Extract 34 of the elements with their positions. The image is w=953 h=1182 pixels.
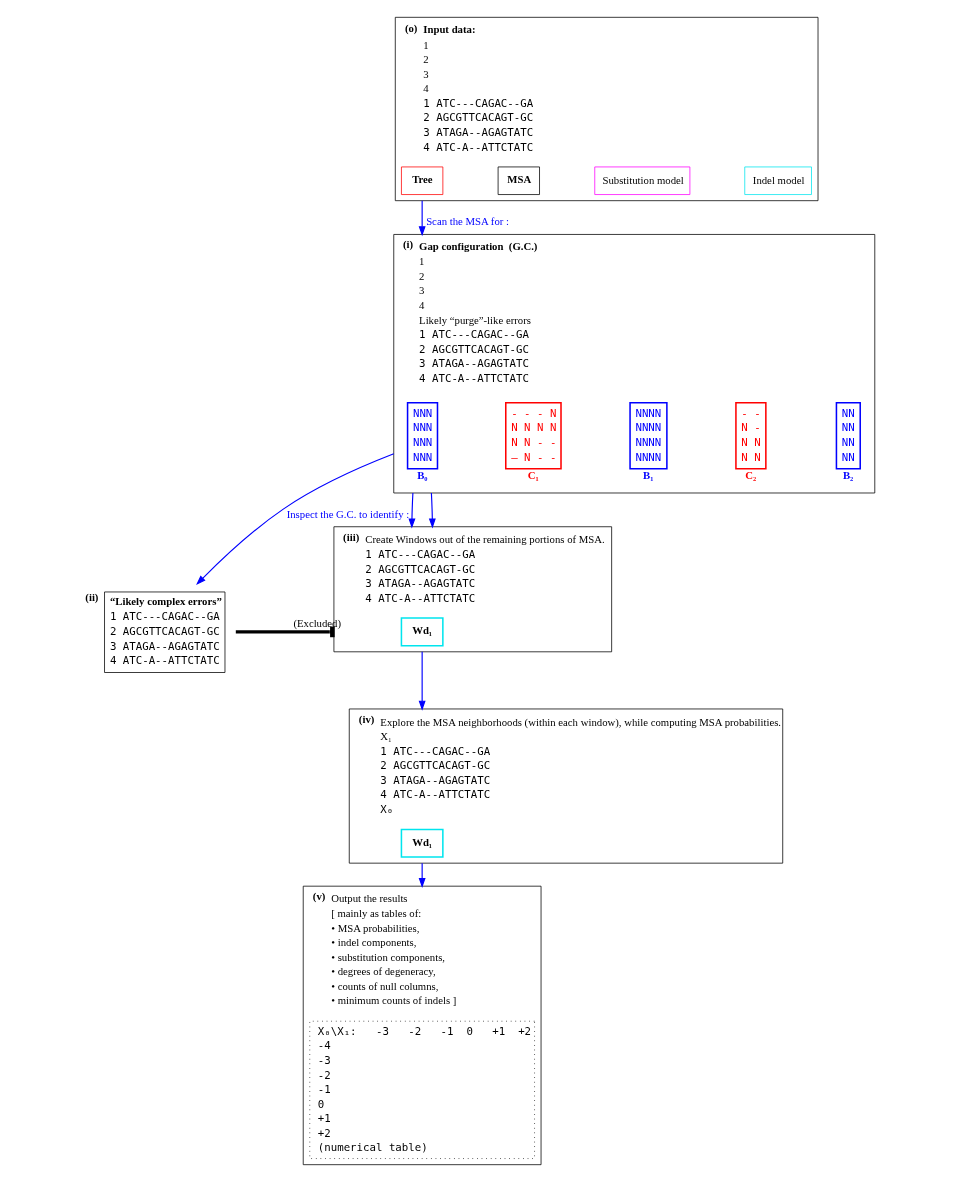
node-label: B₂	[842, 468, 853, 481]
edge-label: Scan the MSA for :	[425, 215, 509, 228]
node-box: Indel model	[743, 166, 812, 195]
node-box: NN NN NN NN	[835, 402, 861, 470]
node-box: - - - N N N N N N N - - — N - -	[504, 402, 562, 470]
node-label: (o)	[404, 21, 417, 34]
node-label: B₁	[642, 468, 653, 481]
node-box: X₀\X₁: -3 -2 -1 0 +1 +2 -4 -3 -2 -1 0 +1 +2 (numerical table)	[308, 1020, 535, 1159]
node-box: NNN NNN NNN NNN	[406, 402, 438, 470]
connector	[235, 626, 335, 638]
arrow	[418, 651, 426, 711]
arrow	[418, 862, 426, 888]
node-label: C₁	[527, 468, 539, 481]
node-label: (v)	[312, 890, 325, 903]
node-label: (i)	[402, 238, 413, 251]
node-box: NNNN NNNN NNNN NNNN	[628, 402, 668, 470]
node-box: - - N - N N N N	[734, 402, 767, 470]
arrow	[195, 453, 394, 586]
edge-label: (Excluded)	[292, 616, 341, 629]
arrow	[428, 492, 436, 529]
node-label: C₂	[744, 468, 756, 481]
arrow	[418, 200, 426, 237]
node-label: (ii)	[84, 591, 98, 604]
node-box: Wd₁	[400, 828, 444, 858]
node-label: B₀	[416, 468, 428, 481]
node-label: (iv)	[358, 713, 374, 726]
arrow	[407, 492, 415, 529]
node-box: “Likely complex errors” 1 ATC---CAGAC--GA 2 AGCGTTCACAGT-GC 3 ATAGA--AGAGTATC 4 ATC-A--ATTCTATC	[103, 591, 225, 673]
edge-label: Inspect the G.C. to identify :	[286, 507, 409, 520]
node-label: (iii)	[342, 531, 359, 544]
node-box: Wd₁	[400, 617, 444, 647]
node-box: Substitution model	[593, 166, 690, 195]
node-box: MSA	[497, 166, 540, 195]
node-box: Tree	[400, 166, 443, 195]
